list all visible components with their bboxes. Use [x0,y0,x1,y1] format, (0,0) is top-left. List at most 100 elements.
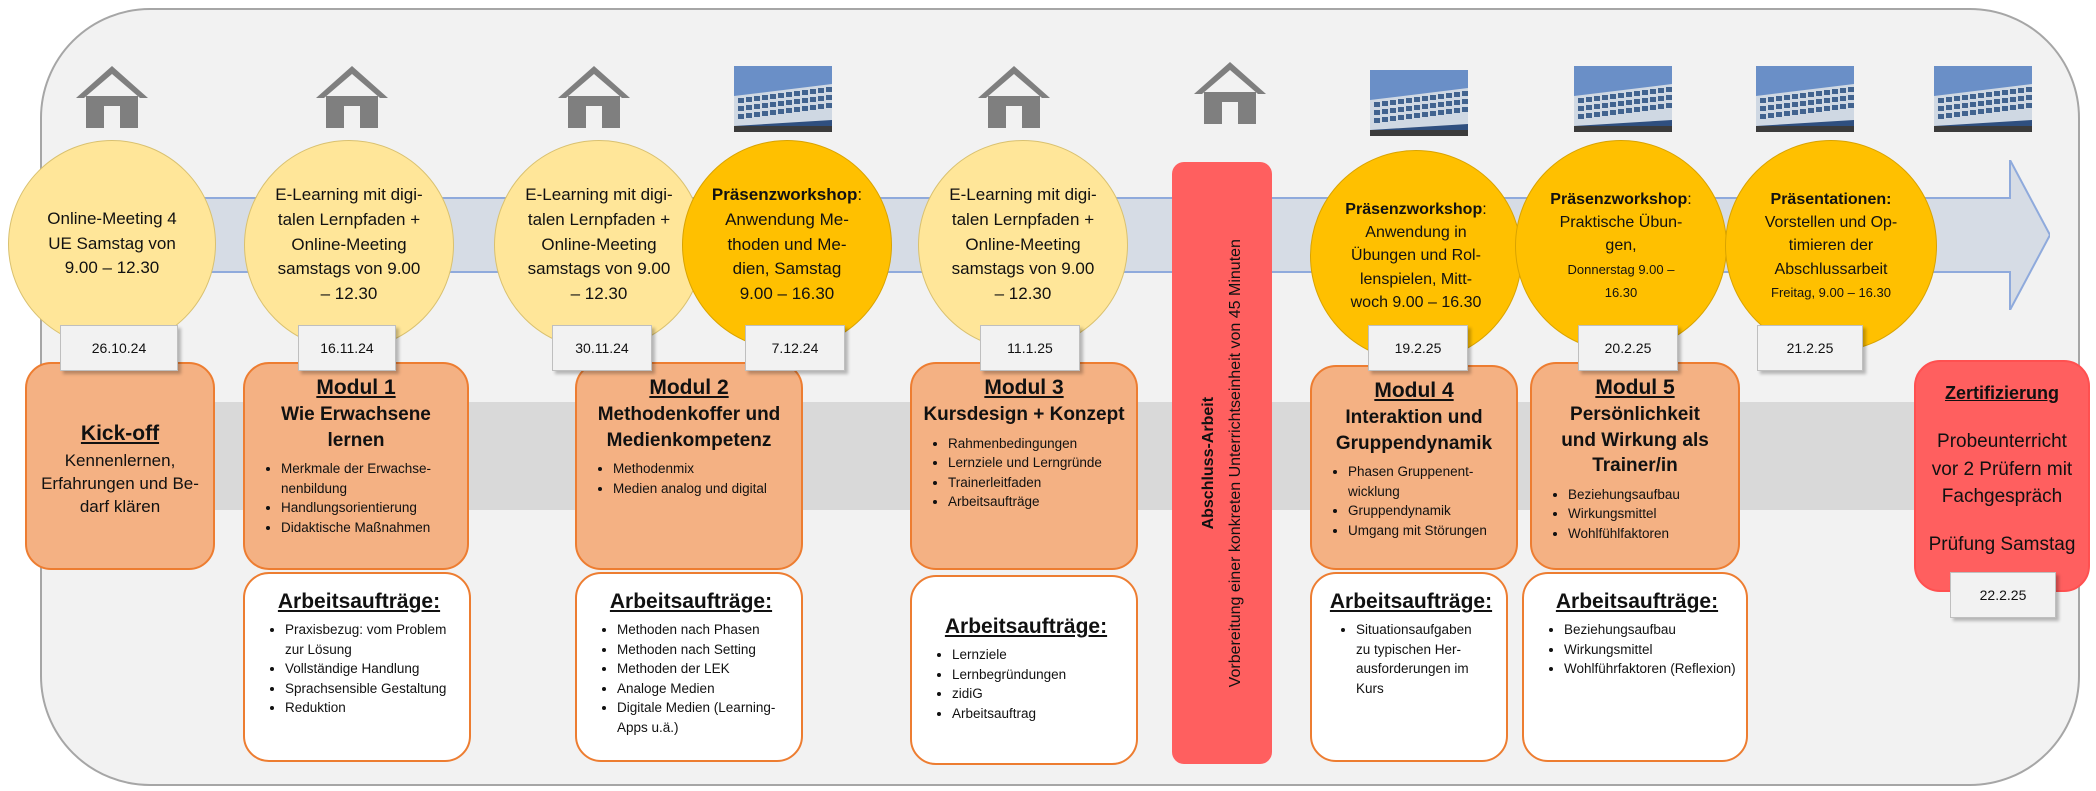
text-line: Präsenzworkshop [1345,201,1483,219]
list-item: Arbeitsauftrag [952,704,1126,724]
text-line: talen Lernpfaden + [951,210,1095,230]
text-line: talen Lernpfaden + [277,210,421,230]
module-title: Modul 2 [649,376,729,399]
text-line: Übungen und Rol- [1351,247,1481,265]
building-icon [734,66,832,137]
text-line: Online-Meeting [541,234,657,254]
list-item: Umgang mit Störungen [1348,521,1506,541]
text-line: gen, [1605,237,1637,255]
session-circle: E-Learning mit digi-talen Lernpfaden +On… [244,140,454,350]
list-item: Lernziele [952,645,1126,665]
text-line: talen Lernpfaden + [527,210,671,230]
text-line: Abschlussarbeit [1774,260,1888,278]
tasks-title: Arbeitsaufträge: [1329,590,1493,613]
module-card: Modul 3 Kursdesign + Konzept Rahmenbedin… [910,362,1138,570]
text-line: UE Samstag von [48,233,176,253]
text-line: Anwendung in [1365,224,1467,242]
text-line: 9.00 – 12.30 [64,258,160,278]
tasks-card: Arbeitsaufträge: Situationsaufgaben zu t… [1310,572,1508,762]
tasks-card: Arbeitsaufträge: Methoden nach PhasenMet… [575,572,803,762]
module-title: Modul 4 [1374,379,1454,402]
list-item: Wirkungsmittel [1568,504,1728,524]
module-title: Modul 5 [1595,376,1675,399]
session-circle: Präsentationen:Vorstellen und Op-timiere… [1725,140,1937,352]
home-icon [312,62,392,137]
list-item: Arbeitsaufträge [948,492,1126,512]
text-line: samstags von 9.00 [277,259,421,279]
text-line: Online-Meeting 4 [47,209,177,229]
text-line: E-Learning mit digi- [525,185,673,205]
list-item: Rahmenbedingungen [948,434,1126,454]
list-item: Analoge Medien [617,679,791,699]
list-item: Handlungsorientierung [281,498,457,518]
list-item: Vollständige Handlung [285,659,459,679]
text-line: E-Learning mit digi- [949,185,1097,205]
tasks-card: Arbeitsaufträge: BeziehungsaufbauWirkung… [1522,572,1748,762]
module-title: Modul 3 [984,376,1064,399]
list-item: Methoden nach Setting [617,640,791,660]
text-line: samstags von 9.00 [951,259,1095,279]
final-project-bar [1172,162,1272,764]
module-card: Kick-off Kennenlernen,Erfahrungen und Be… [25,362,215,570]
list-item: Lernbegründungen [952,665,1126,685]
text-line: woch 9.00 – 16.30 [1350,293,1482,311]
list-item: Trainerleitfaden [948,473,1126,493]
text-line: timieren der [1788,237,1874,255]
list-item: Wirkungsmittel [1564,640,1736,660]
text-line: Praktische Übun- [1559,214,1683,232]
text-line: lenspielen, Mitt- [1359,270,1473,288]
text-line: E-Learning mit digi- [275,185,423,205]
list-item: Methodenmix [613,459,791,479]
text-line: Freitag, 9.00 – 16.30 [1771,284,1891,300]
list-item: Phasen Gruppenent-wicklung [1348,462,1506,501]
tasks-title: Arbeitsaufträge: [277,590,441,613]
module-title: Modul 1 [316,376,396,399]
home-icon [554,62,634,137]
list-item: Beziehungsaufbau [1568,485,1728,505]
list-item: Situationsaufgaben zu typischen Her-ausf… [1356,620,1482,698]
date-tag: 26.10.24 [60,325,178,371]
text-line: – 12.30 [320,283,378,303]
text-line: thoden und Me- [727,234,847,254]
home-icon [974,62,1054,137]
list-item: zidiG [952,684,1126,704]
text-line: Vorstellen und Op- [1764,214,1898,232]
final-project-text: Vorbereitung einer konkreten Unterrichts… [1227,238,1245,688]
building-icon [1574,66,1672,137]
date-tag: 7.12.24 [745,325,845,371]
date-tag: 21.2.25 [1757,325,1863,371]
text-line: Präsenzworkshop [1550,191,1688,209]
list-item: Gruppendynamik [1348,501,1506,521]
text-line: 16.30 [1604,284,1638,300]
date-tag: 20.2.25 [1578,325,1678,371]
session-circle: Präsenzworkshop:Anwendung Me-thoden und … [682,140,892,350]
list-item: Didaktische Maßnahmen [281,518,457,538]
text-line: Donnerstag 9.00 – [1567,261,1675,277]
list-item: Sprachsensible Gestaltung [285,679,459,699]
tasks-card: Arbeitsaufträge: LernzieleLernbegründung… [910,575,1138,765]
list-item: Reduktion [285,698,459,718]
list-item: Merkmale der Erwachse-nenbildung [281,459,457,498]
building-icon [1934,66,2032,137]
building-icon [1370,70,1468,141]
session-circle: Präsenzworkshop:Praktische Übun-gen,Donn… [1515,140,1727,352]
list-item: Beziehungsaufbau [1564,620,1736,640]
date-tag: 11.1.25 [980,325,1080,371]
session-circle: E-Learning mit digi-talen Lernpfaden + On… [494,140,704,350]
list-item: Medien analog und digital [613,479,791,499]
text-line: Kursdesign + Konzept [923,404,1125,425]
home-icon [72,62,152,137]
text-line: Kennenlernen,Erfahrungen und Be-darf klä… [41,451,199,516]
list-item: Wohlfühlfaktoren [1568,524,1728,544]
text-line: Präsenzworkshop [711,185,858,205]
final-project-title: Abschluss-Arbeit [1199,396,1217,530]
text-line: Anwendung Me- [725,210,849,230]
